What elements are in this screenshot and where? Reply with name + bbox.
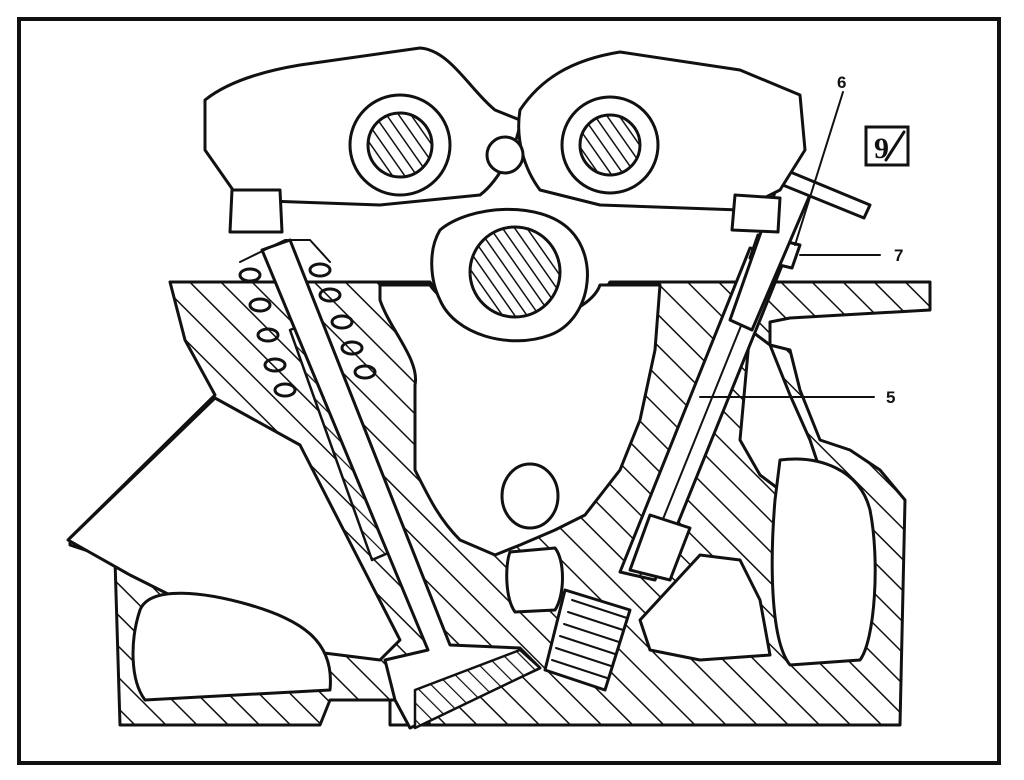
callout-label-5: 5	[886, 388, 895, 407]
rocker-arm-assembly	[203, 46, 807, 343]
special-tool-symbol-icon: 9	[864, 125, 910, 167]
valve-spring	[238, 239, 377, 398]
symbol-text: 9	[874, 132, 889, 165]
callout-6: 6	[794, 73, 846, 246]
callout-label-6: 6	[837, 73, 846, 92]
callout-label-7: 7	[894, 246, 903, 265]
callout-5: 5	[699, 388, 895, 407]
intake-valve-assembly	[238, 238, 542, 730]
thread-lines	[551, 599, 628, 679]
callout-7: 7	[799, 246, 903, 265]
figure-frame	[17, 17, 1001, 765]
